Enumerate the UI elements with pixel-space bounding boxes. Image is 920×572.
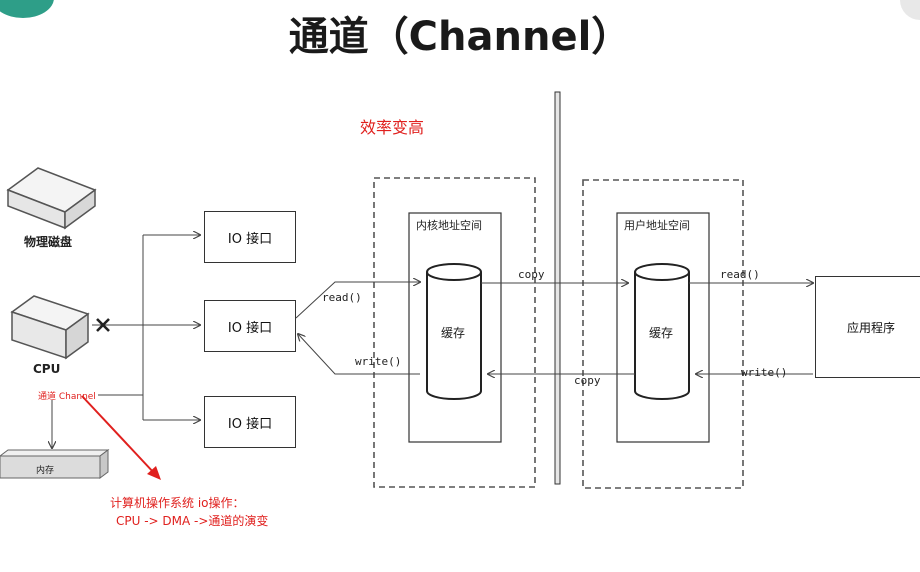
kernel-space-title: 内核地址空间 <box>416 219 482 232</box>
annotation-line-2: CPU -> DMA ->通道的演变 <box>116 514 269 528</box>
io-port-label: IO 接口 <box>227 320 273 336</box>
user-buffer-label: 缓存 <box>649 326 674 340</box>
write-label-right: write() <box>741 366 788 379</box>
corner-decoration-left <box>0 0 54 18</box>
read-label-right: read() <box>720 268 760 281</box>
user-space-title: 用户地址空间 <box>624 219 690 232</box>
efficiency-note: 效率变高 <box>360 118 425 137</box>
annotation-arrow <box>81 395 161 480</box>
disk-icon <box>6 167 97 230</box>
cpu-icon <box>10 295 90 360</box>
space-separator <box>554 91 561 485</box>
blocked-x-icon <box>96 318 110 332</box>
kernel-region-dashed <box>373 177 536 488</box>
channel-label: 通道 Channel <box>38 392 96 402</box>
io-port-label: IO 接口 <box>227 231 273 247</box>
write-label-left: write() <box>355 355 402 368</box>
kernel-buffer-label: 缓存 <box>441 326 466 340</box>
application-box: 应用程序 <box>815 276 920 378</box>
user-region-dashed <box>582 179 744 489</box>
io-port-label: IO 接口 <box>227 416 273 432</box>
disk-label: 物理磁盘 <box>24 235 73 249</box>
memory-icon <box>0 449 110 479</box>
annotation-line-1: 计算机操作系统 io操作： <box>110 496 245 510</box>
cpu-label: CPU <box>33 362 61 376</box>
io-port-box-3: IO 接口 <box>204 396 296 448</box>
io-port-box-2: IO 接口 <box>204 300 296 352</box>
application-label: 应用程序 <box>846 320 895 335</box>
copy-label-top: copy <box>518 268 545 281</box>
read-label-left: read() <box>322 291 362 304</box>
kernel-buffer-cylinder <box>426 263 482 400</box>
memory-label: 内存 <box>36 466 55 476</box>
data-flow-arrows <box>295 282 813 374</box>
channel-connectors <box>52 235 200 448</box>
user-buffer-cylinder <box>634 263 690 400</box>
io-port-box-1: IO 接口 <box>204 211 296 263</box>
copy-label-bottom: copy <box>574 374 601 387</box>
page-title: 通道（Channel） <box>288 14 632 60</box>
